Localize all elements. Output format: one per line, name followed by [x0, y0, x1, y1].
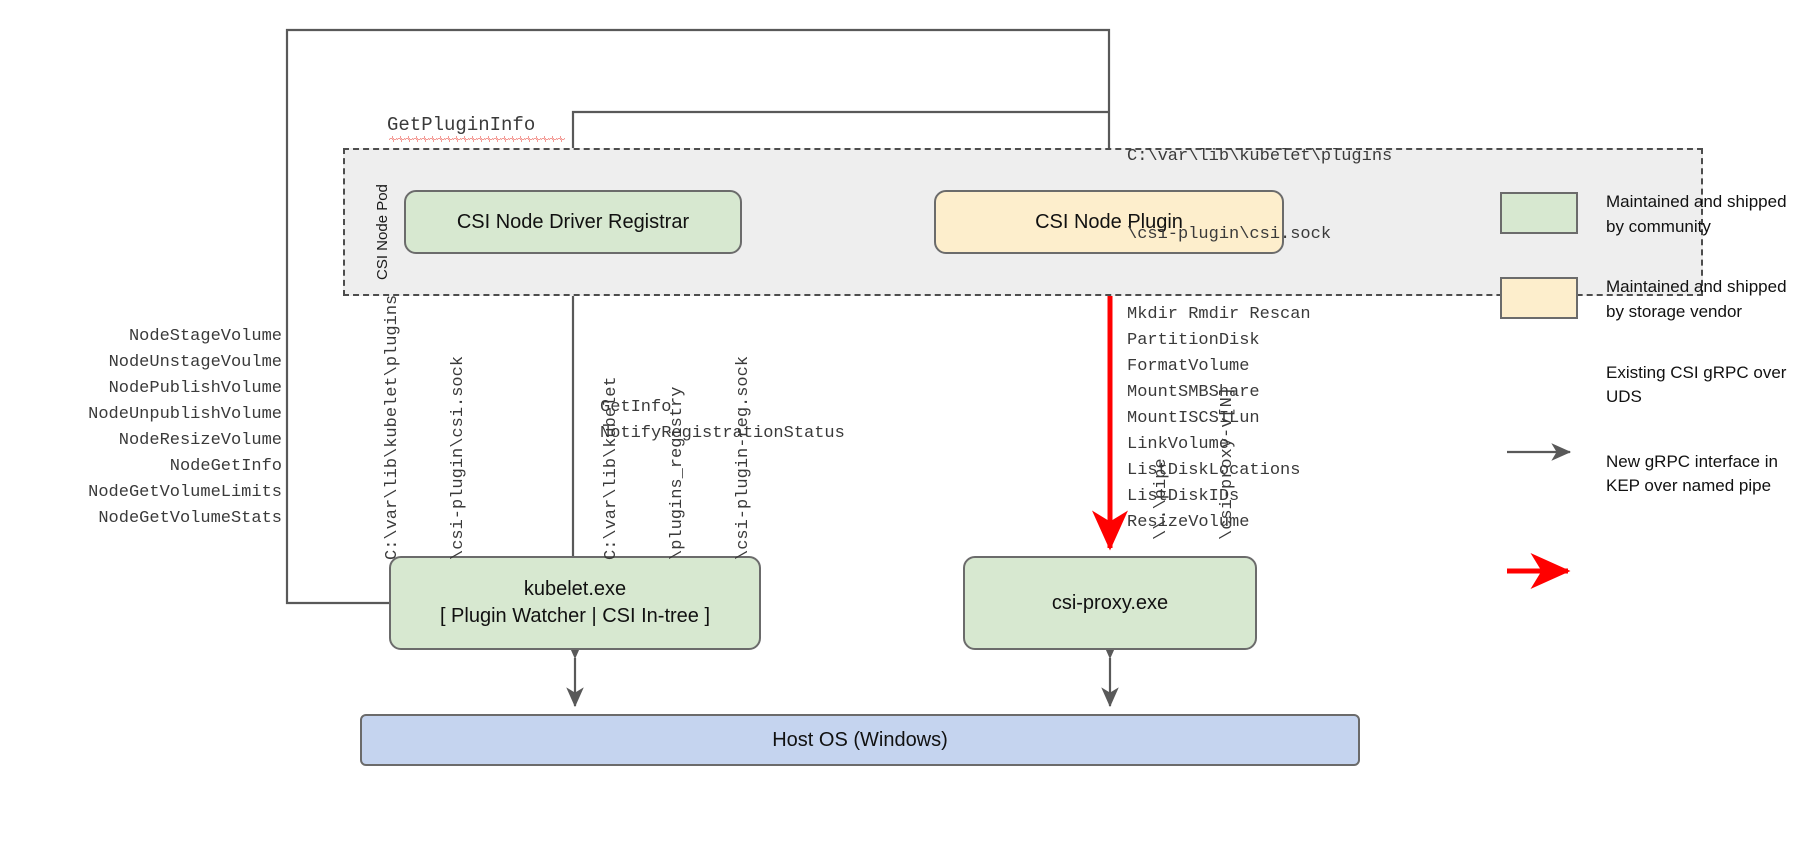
csi-proxy-exe-label: csi-proxy.exe: [1051, 591, 1169, 614]
node-plugin-socket-path-label: C:\var\lib\kubelet\plugins \csi-plugin\c…: [1127, 92, 1392, 300]
legend-arrow-glyph: [1500, 361, 1586, 405]
csi-proxy-call-item: Mkdir Rmdir Rescan: [1127, 305, 1311, 324]
legend-label: Maintained and shipped by storage vendor: [1606, 277, 1787, 321]
legend-label: Maintained and shipped by community: [1606, 192, 1787, 236]
spellcheck-squiggle-underline: [389, 136, 565, 142]
legend-swatch-box: [1500, 277, 1578, 320]
kubelet-csi-socket-path-line1: C:\var\lib\kubelet\plugins: [383, 294, 402, 560]
plugin-registry-socket-path-label: C:\var\lib\kubelet \plugins_registry \cs…: [505, 356, 851, 560]
node-service-call-item: NodeGetInfo: [169, 457, 282, 476]
plugin-registry-socket-path-line1: C:\var\lib\kubelet: [602, 376, 621, 560]
registration-call-item: NotifyRegistrationStatus: [600, 424, 845, 443]
node-service-call-item: NodeStageVolume: [128, 327, 282, 346]
host-os-label: Host OS (Windows): [772, 728, 948, 751]
csi-proxy-exe-box[interactable]: csi-proxy.exe: [963, 556, 1257, 650]
node-service-call-item: NodeUnstageVoulme: [108, 353, 282, 372]
node-plugin-socket-path-line2: \csi-plugin\csi.sock: [1127, 225, 1332, 244]
csi-proxy-call-item: ListDiskIDs: [1127, 487, 1240, 506]
csi-proxy-call-item: PartitionDisk: [1127, 331, 1260, 350]
csi-node-plugin-label: CSI Node Plugin: [1035, 210, 1183, 233]
legend-row: New gRPC interface in KEP over named pip…: [1500, 450, 1800, 499]
node-service-call-item: NodeResizeVolume: [118, 431, 282, 450]
kubelet-exe-box[interactable]: kubelet.exe [ Plugin Watcher | CSI In-tr…: [389, 556, 761, 650]
csi-node-driver-registrar-label: CSI Node Driver Registrar: [456, 210, 690, 233]
legend-row: Existing CSI gRPC over UDS: [1500, 361, 1800, 410]
legend-row: Maintained and shipped by storage vendor: [1500, 275, 1800, 324]
csi-proxy-call-item: MountSMBShare: [1127, 383, 1260, 402]
legend-row: Maintained and shipped by community: [1500, 190, 1800, 239]
node-plugin-socket-path-line1: C:\var\lib\kubelet\plugins: [1127, 147, 1393, 166]
host-os-box[interactable]: Host OS (Windows): [360, 714, 1360, 766]
legend-label: New gRPC interface in KEP over named pip…: [1606, 451, 1778, 496]
node-service-call-item: NodeUnpublishVolume: [88, 405, 282, 424]
csi-proxy-call-item: MountISCSILun: [1127, 409, 1260, 428]
node-service-call-item: NodeGetVolumeStats: [98, 509, 282, 528]
legend-swatch-box: [1500, 192, 1578, 234]
kubelet-csi-socket-path-line2: \csi-plugin\csi.sock: [449, 355, 468, 560]
kubelet-exe-label: kubelet.exe: [523, 578, 627, 600]
legend-label: Existing CSI gRPC over UDS: [1606, 362, 1787, 407]
csi-node-plugin-box[interactable]: CSI Node Plugin: [934, 190, 1284, 254]
csi-proxy-call-item: ResizeVolume: [1127, 513, 1250, 532]
plugin-registry-socket-path-line3: \csi-plugin-reg.sock: [734, 355, 753, 560]
legend-color-swatch: [1500, 190, 1586, 234]
node-service-call-item: NodeGetVolumeLimits: [88, 483, 282, 502]
csi-node-pod-label: CSI Node Pod: [374, 184, 391, 280]
registration-call-item: GetInfo: [600, 398, 672, 417]
legend-arrow-glyph: [1500, 450, 1586, 494]
csi-proxy-call-item: ListDiskLocations: [1127, 461, 1301, 480]
get-plugin-info-label: GetPluginInfo: [387, 114, 536, 136]
legend-color-swatch: [1500, 275, 1586, 320]
csi-proxy-call-item: LinkVolume: [1127, 435, 1230, 454]
kubelet-exe-sublabel: [ Plugin Watcher | CSI In-tree ]: [439, 605, 711, 627]
csi-node-driver-registrar-box[interactable]: CSI Node Driver Registrar: [404, 190, 742, 254]
csi-proxy-call-item: FormatVolume: [1127, 357, 1250, 376]
node-service-call-item: NodePublishVolume: [108, 379, 282, 398]
plugin-registry-socket-path-line2: \plugins_registry: [668, 386, 687, 560]
